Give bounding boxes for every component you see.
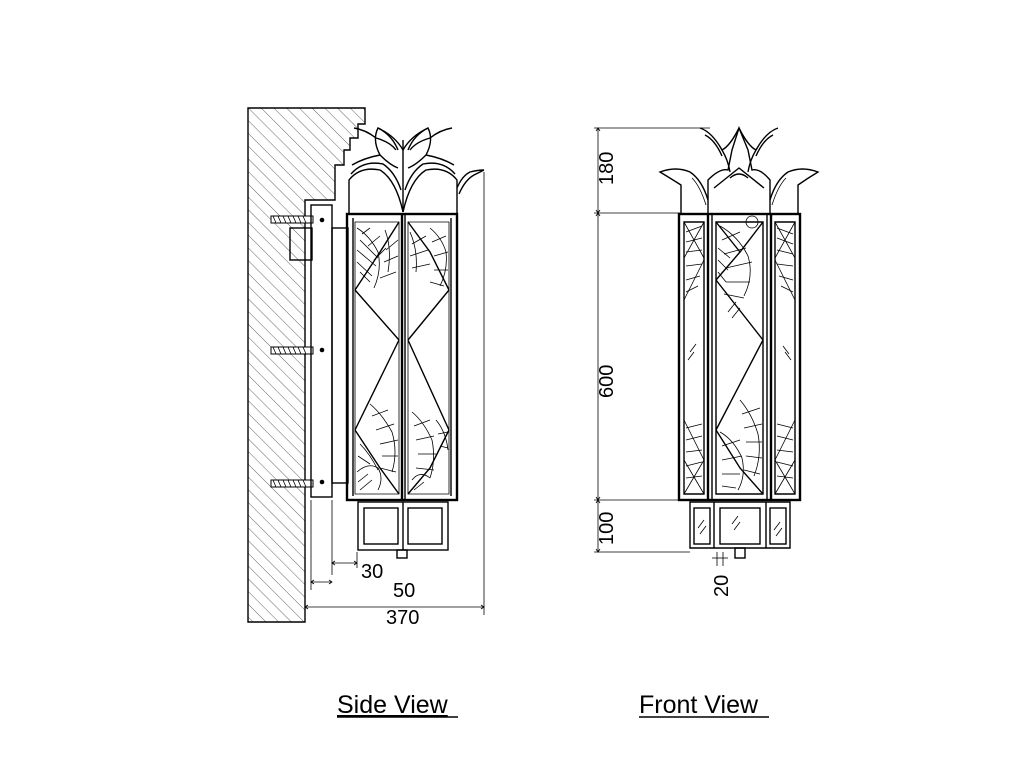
decorative-leaf-panel-right [407, 221, 450, 495]
dimension-20: 20 [711, 575, 733, 597]
lantern-front [658, 125, 820, 559]
dimension-30: 30 [361, 561, 383, 583]
side-view-caption: Side View [337, 691, 449, 719]
side-dimension-lines [304, 172, 485, 615]
front-panel-center [715, 215, 764, 495]
decorative-leaf-panel-left [354, 221, 400, 495]
anchor-screw-bottom [270, 479, 314, 488]
leaf-crown [348, 127, 485, 213]
dimension-100: 100 [596, 512, 618, 545]
anchor-screw-middle [270, 346, 314, 355]
anchor-screw-top [270, 215, 314, 224]
dimension-180: 180 [596, 152, 618, 185]
dimension-600: 600 [596, 365, 618, 398]
mounting-plate [310, 204, 349, 498]
front-panel-right [774, 221, 796, 495]
front-panel-left [683, 221, 705, 495]
dimension-50: 50 [393, 580, 415, 602]
front-view-caption: Front View [639, 691, 759, 719]
dimension-370: 370 [386, 607, 419, 629]
front-dimension-lines [594, 127, 728, 566]
side-view: 30 50 370 Side View [247, 107, 485, 719]
wall-anchor-screws [270, 215, 314, 488]
junction-box [289, 227, 313, 261]
lantern-side [345, 127, 485, 559]
front-lantern-base [689, 501, 791, 559]
lantern-base [357, 501, 449, 559]
front-leaf-crown [658, 125, 820, 213]
front-view: 180 600 100 20 [594, 125, 820, 719]
